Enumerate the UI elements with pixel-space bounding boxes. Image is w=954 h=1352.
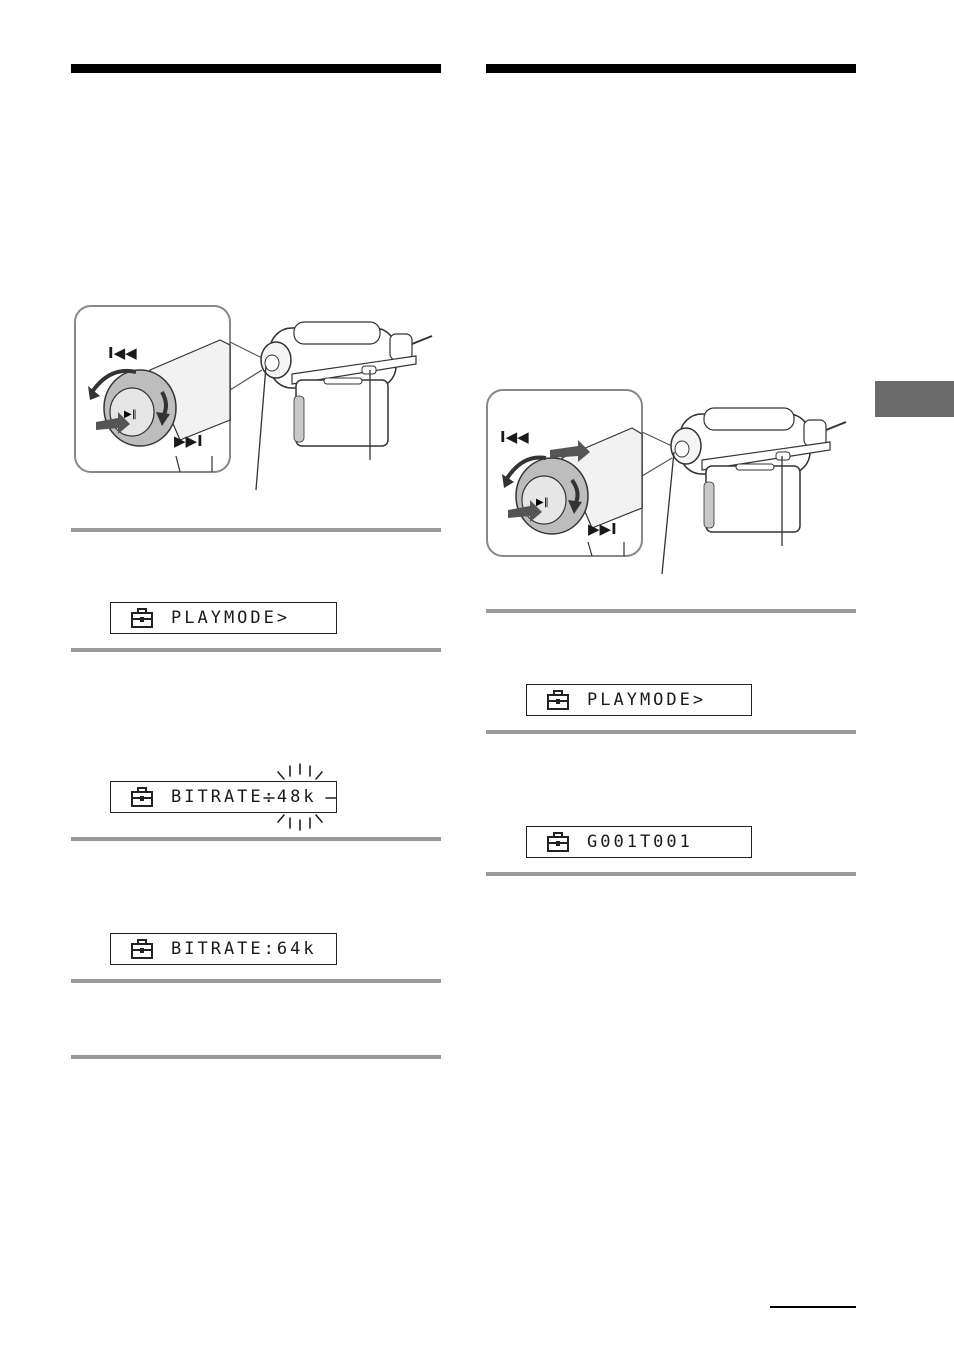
right-step-rule-1 xyxy=(486,609,856,613)
toolbox-icon xyxy=(131,939,153,959)
blinking-indicator-icon xyxy=(263,763,337,831)
right-inset-playpause-symbol: ▶‖ xyxy=(536,497,549,508)
left-step-rule-1 xyxy=(71,528,441,532)
right-display-group-track: G001T001 xyxy=(526,826,752,858)
lcd-text: PLAYMODE> xyxy=(587,690,707,710)
right-section-header-rule xyxy=(486,64,856,73)
left-step-rule-5 xyxy=(71,1055,441,1059)
right-prev-track-label: I◀◀ xyxy=(500,428,529,446)
left-inset-playpause-symbol: ▶‖ xyxy=(124,409,137,420)
left-next-track-label: ▶▶I xyxy=(174,432,203,450)
toolbox-icon xyxy=(547,832,569,852)
lcd-text: G001T001 xyxy=(587,832,693,852)
left-player-illustration: ▶‖ I◀◀ ▶▶I xyxy=(74,305,433,491)
toolbox-icon xyxy=(547,690,569,710)
left-display-bitrate-64k: BITRATE:64k xyxy=(110,933,337,965)
left-step-rule-4 xyxy=(71,979,441,983)
toolbox-icon xyxy=(131,608,153,628)
right-player-illustration: ▶‖ I◀◀ ▶▶I xyxy=(486,389,847,575)
lcd-text: BITRATE:64k xyxy=(171,939,317,959)
left-step-rule-3 xyxy=(71,837,441,841)
right-display-playmode: PLAYMODE> xyxy=(526,684,752,716)
lcd-text: BITRATE:48k xyxy=(171,787,317,807)
chapter-side-tab xyxy=(875,381,954,417)
toolbox-icon xyxy=(131,787,153,807)
left-step-rule-2 xyxy=(71,648,441,652)
left-section-header-rule xyxy=(71,64,441,73)
left-prev-track-label: I◀◀ xyxy=(108,344,137,362)
right-step-rule-3 xyxy=(486,872,856,876)
lcd-text: PLAYMODE> xyxy=(171,608,291,628)
left-display-bitrate-48k: BITRATE:48k xyxy=(110,781,337,813)
footer-continue-rule xyxy=(770,1306,856,1308)
left-display-playmode: PLAYMODE> xyxy=(110,602,337,634)
right-step-rule-2 xyxy=(486,730,856,734)
right-next-track-label: ▶▶I xyxy=(588,520,617,538)
